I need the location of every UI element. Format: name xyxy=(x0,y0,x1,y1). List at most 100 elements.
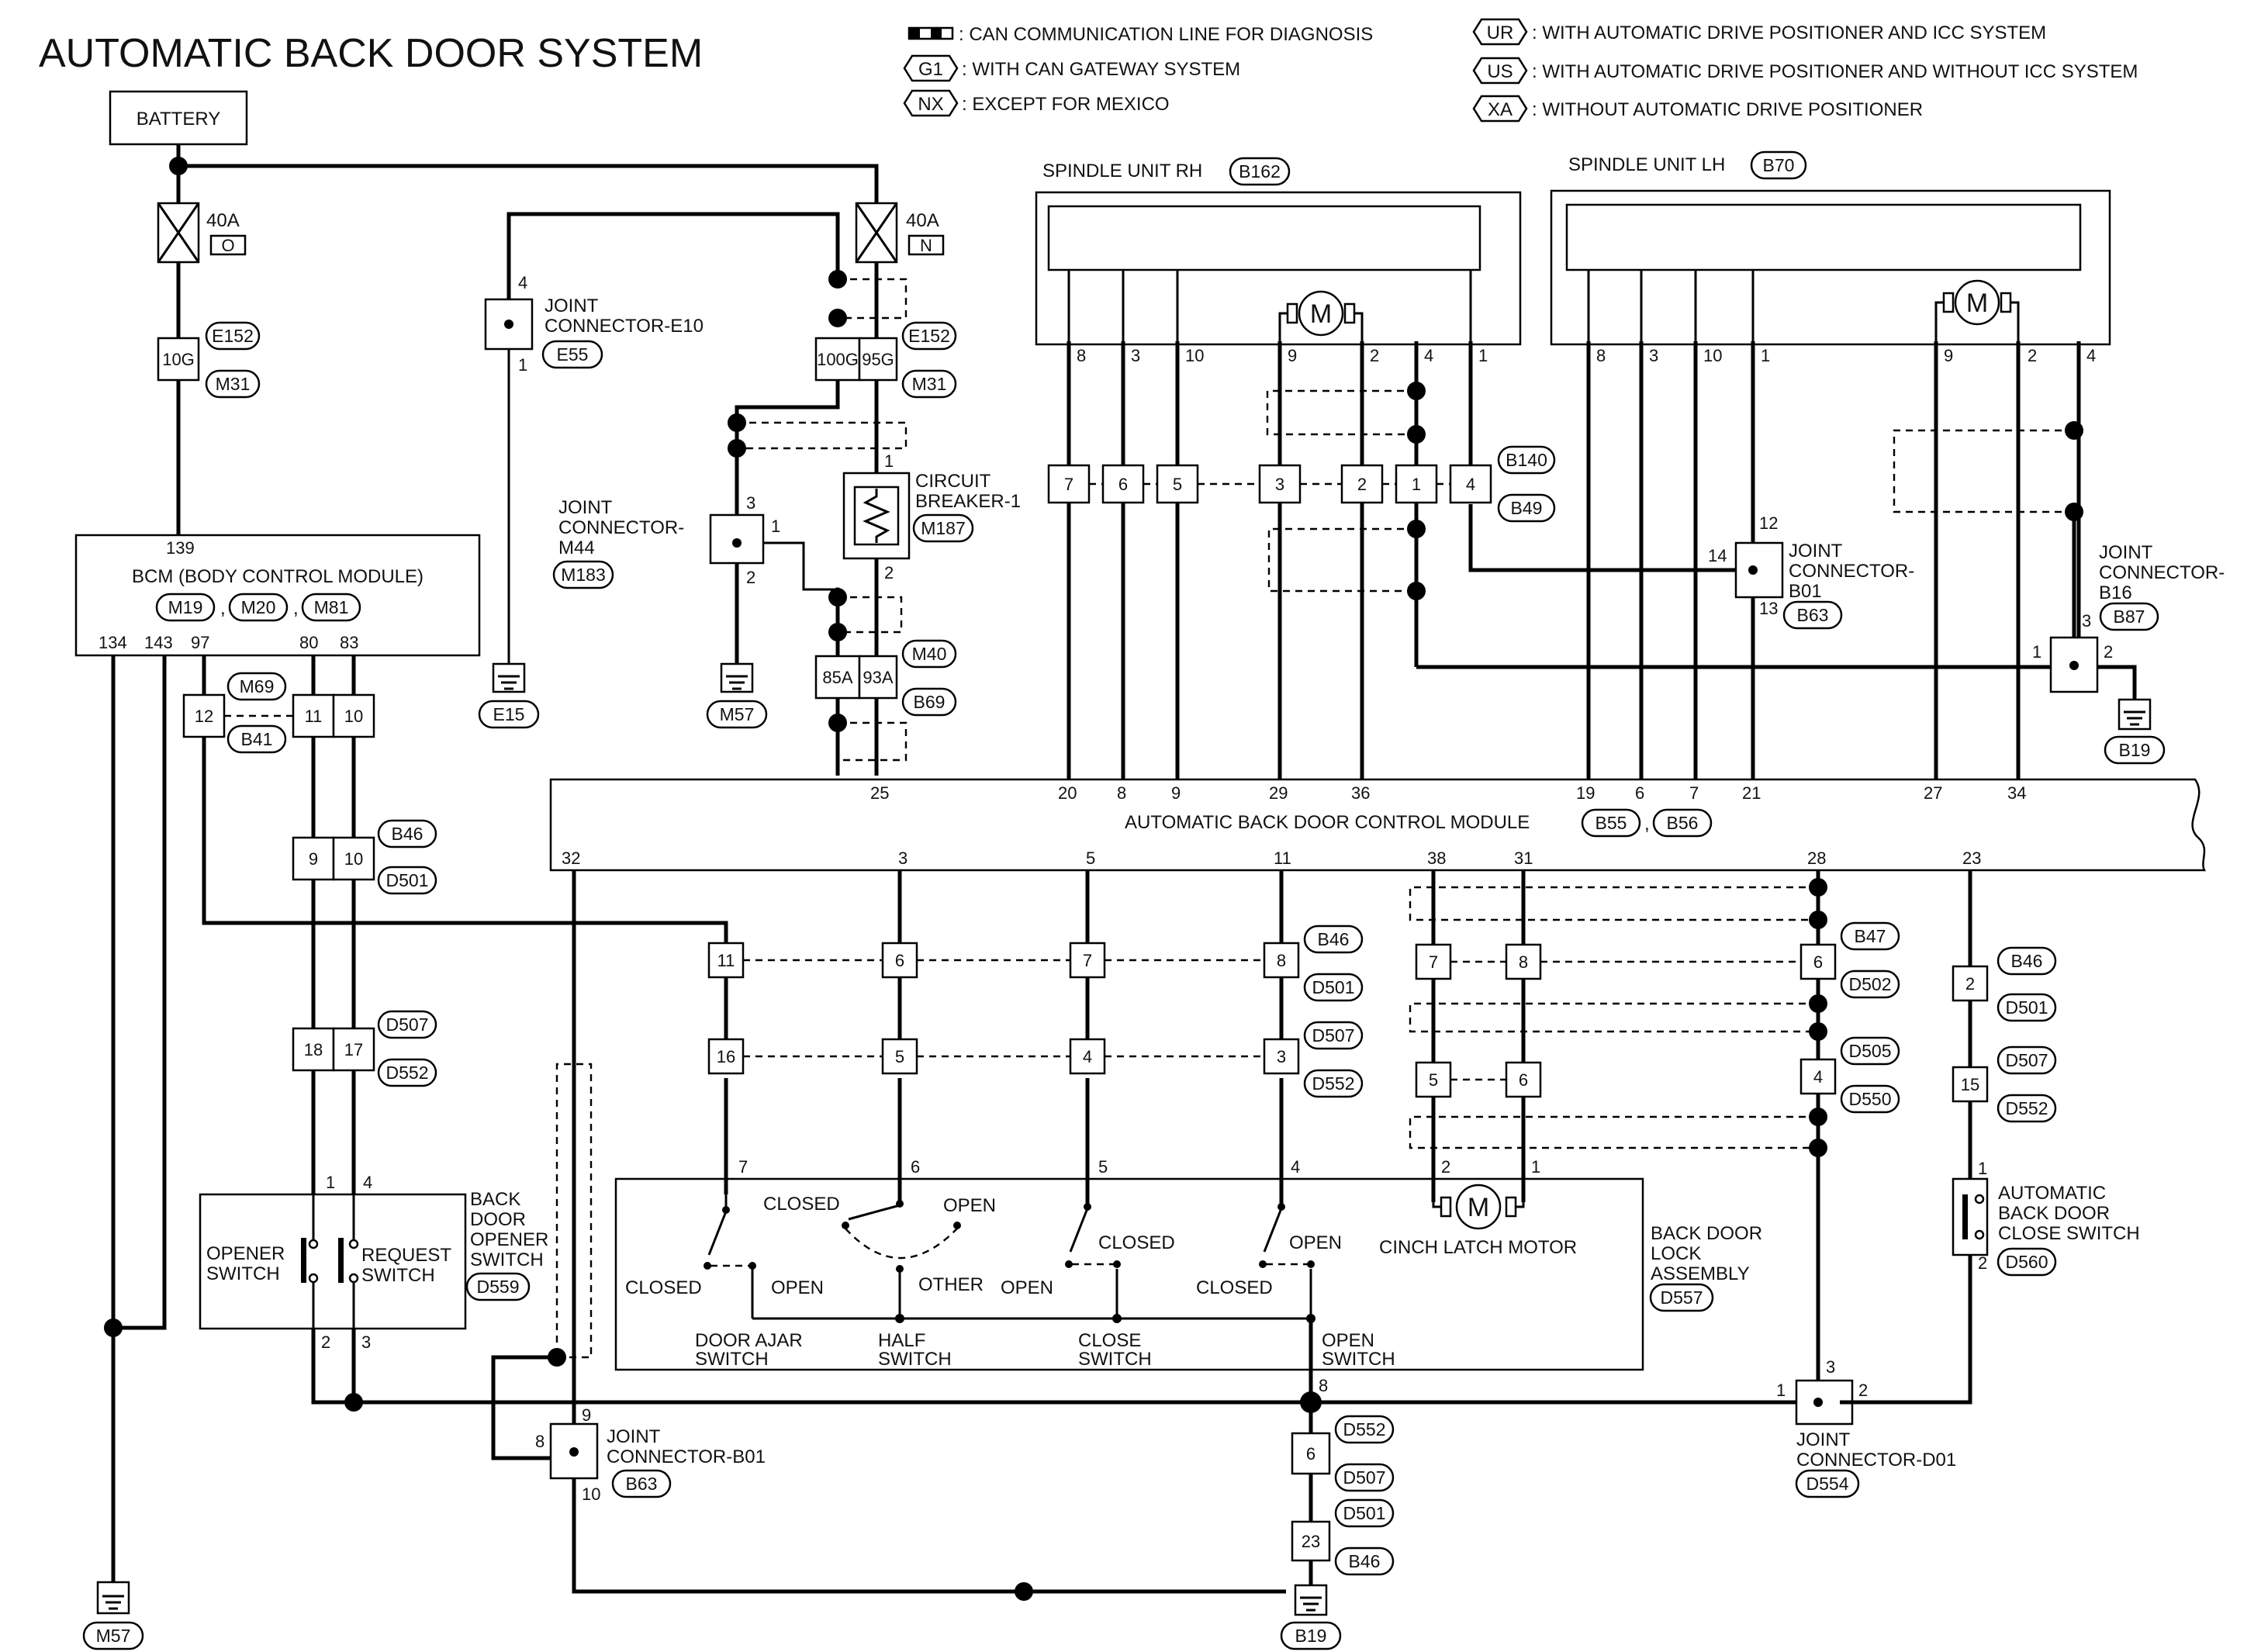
legend-us-code: US xyxy=(1487,61,1513,82)
can-dashed xyxy=(1893,429,2074,513)
pin-label: 27 xyxy=(1924,783,1942,803)
conn-pill xyxy=(1497,493,1556,523)
pin-label: 8 xyxy=(1596,346,1606,365)
pin-box xyxy=(1263,942,1300,979)
conn-d560: D560 xyxy=(2006,1252,2048,1272)
conn-d550: D550 xyxy=(1849,1089,1892,1109)
pin-label: 7 xyxy=(738,1157,748,1177)
pin-label: 3 xyxy=(1826,1357,1835,1377)
pin-label: 5 xyxy=(1098,1157,1108,1177)
battery-label: BATTERY xyxy=(137,109,220,130)
comma: , xyxy=(293,598,299,619)
legend-xa-code: XA xyxy=(1488,99,1513,120)
conn-d507: D507 xyxy=(1312,1025,1355,1045)
pin-label: 7 xyxy=(1064,475,1073,494)
pin-box xyxy=(332,1027,375,1072)
pin-label: 1 xyxy=(1978,1159,1987,1178)
connector-85a-93a: 85A 93A M40 B69 xyxy=(814,639,957,717)
conn-d552: D552 xyxy=(1312,1073,1355,1094)
jc-b01-top-label-3: B01 xyxy=(1789,581,1822,602)
conn-d507: D507 xyxy=(1343,1467,1386,1488)
conn-pill xyxy=(1840,1036,1900,1066)
close-label-2: SWITCH xyxy=(1078,1349,1152,1370)
legend-nx-text: : EXCEPT FOR MEXICO xyxy=(962,94,1170,115)
pin-box xyxy=(1415,1061,1452,1098)
legend-g1-text: : WITH CAN GATEWAY SYSTEM xyxy=(962,59,1240,80)
pin-label: 19 xyxy=(1576,783,1595,803)
conn-pill xyxy=(1997,1094,2057,1123)
pin-label: 10 xyxy=(344,849,363,869)
jc-b01-top-label-2: CONNECTOR- xyxy=(1789,561,1914,582)
conn-b140: B140 xyxy=(1506,450,1547,470)
conn-d554: D554 xyxy=(1806,1474,1849,1494)
conn-m57: M57 xyxy=(96,1626,131,1646)
conn-m81: M81 xyxy=(314,597,349,617)
can-dashed xyxy=(555,1063,593,1359)
pin-box xyxy=(1291,1432,1331,1475)
pin-label: 1 xyxy=(1761,346,1770,365)
abdc-label-2: BACK DOOR xyxy=(1998,1203,2110,1224)
pin-label: 4 xyxy=(1424,346,1433,365)
pin-label: 23 xyxy=(1962,848,1981,868)
comma: , xyxy=(220,598,226,619)
conn-d501: D501 xyxy=(1312,977,1355,997)
bcm-name: BCM (BODY CONTROL MODULE) xyxy=(132,566,424,587)
conn-d507: D507 xyxy=(2006,1050,2048,1070)
pin-label: 5 xyxy=(1173,475,1182,494)
pin-label: 1 xyxy=(518,355,527,375)
legend-nx-symbol xyxy=(903,89,959,117)
wires xyxy=(111,144,2137,1594)
pin-label: 9 xyxy=(1171,783,1181,803)
pin-label: 11 xyxy=(1274,848,1291,868)
conn-pill xyxy=(1997,946,2057,976)
pin-box xyxy=(182,693,226,738)
conn-b19: B19 xyxy=(1295,1626,1327,1646)
pin-label: 4 xyxy=(1291,1157,1300,1177)
page-title: AUTOMATIC BACK DOOR SYSTEM xyxy=(39,31,703,76)
abdc-label-1: AUTOMATIC xyxy=(1998,1183,2106,1204)
conn-m20: M20 xyxy=(241,597,276,617)
conn-m57: M57 xyxy=(720,704,755,724)
conn-pill xyxy=(1334,1463,1395,1492)
pin-label: 2 xyxy=(746,568,755,587)
conn-pill xyxy=(377,819,437,848)
conn-d501: D501 xyxy=(386,870,429,890)
conn-d507: D507 xyxy=(386,1014,429,1035)
open-open: OPEN xyxy=(1289,1232,1342,1253)
legend-us-symbol xyxy=(1472,57,1528,85)
pin-label: 29 xyxy=(1269,783,1288,803)
pin-95g: 95G xyxy=(862,350,894,369)
request-label-1: REQUEST xyxy=(361,1245,451,1266)
circuit-breaker-1: 1 2 CIRCUIT BREAKER-1 M187 xyxy=(842,451,1021,582)
pin-85a: 85A xyxy=(822,668,852,687)
conn-b49: B49 xyxy=(1511,498,1543,518)
pin-label: 2 xyxy=(1978,1253,1987,1273)
pin-box xyxy=(1047,464,1091,504)
pin-label: 3 xyxy=(1649,346,1658,365)
pin-label: 6 xyxy=(895,951,904,970)
pin-label: 4 xyxy=(1466,475,1475,494)
conn-b63: B63 xyxy=(1797,605,1829,625)
joint-connector-b16: 3 1 2 JOINT CONNECTOR- B16 B87 xyxy=(2032,542,2225,693)
pin-label: 8 xyxy=(1519,952,1528,972)
pin-label: 2 xyxy=(1858,1381,1868,1400)
can-dashed xyxy=(838,596,903,634)
conn-b63: B63 xyxy=(626,1474,658,1494)
legend-ur-code: UR xyxy=(1487,22,1514,43)
conn-m187: M187 xyxy=(921,518,966,538)
pin-label: 36 xyxy=(1351,783,1370,803)
pin-label: 20 xyxy=(1058,783,1077,803)
legend-g1-symbol xyxy=(903,54,959,82)
conn-d502: D502 xyxy=(1849,974,1892,994)
conn-pill xyxy=(205,321,261,351)
pin-label: 6 xyxy=(1813,952,1823,972)
can-dashed xyxy=(1267,527,1416,593)
pin-label: 4 xyxy=(518,273,527,292)
pin-label: 83 xyxy=(340,633,358,652)
conn-pill xyxy=(1497,445,1556,475)
bdl-label-1: BACK DOOR xyxy=(1651,1223,1762,1244)
half-other: OTHER xyxy=(918,1274,984,1295)
cb-label-1: CIRCUIT xyxy=(915,471,991,492)
can-dashed xyxy=(737,421,908,450)
spindle-unit-rh: SPINDLE UNIT RH B162 M 8 3 10 9 2 4 1 xyxy=(1035,157,1522,365)
